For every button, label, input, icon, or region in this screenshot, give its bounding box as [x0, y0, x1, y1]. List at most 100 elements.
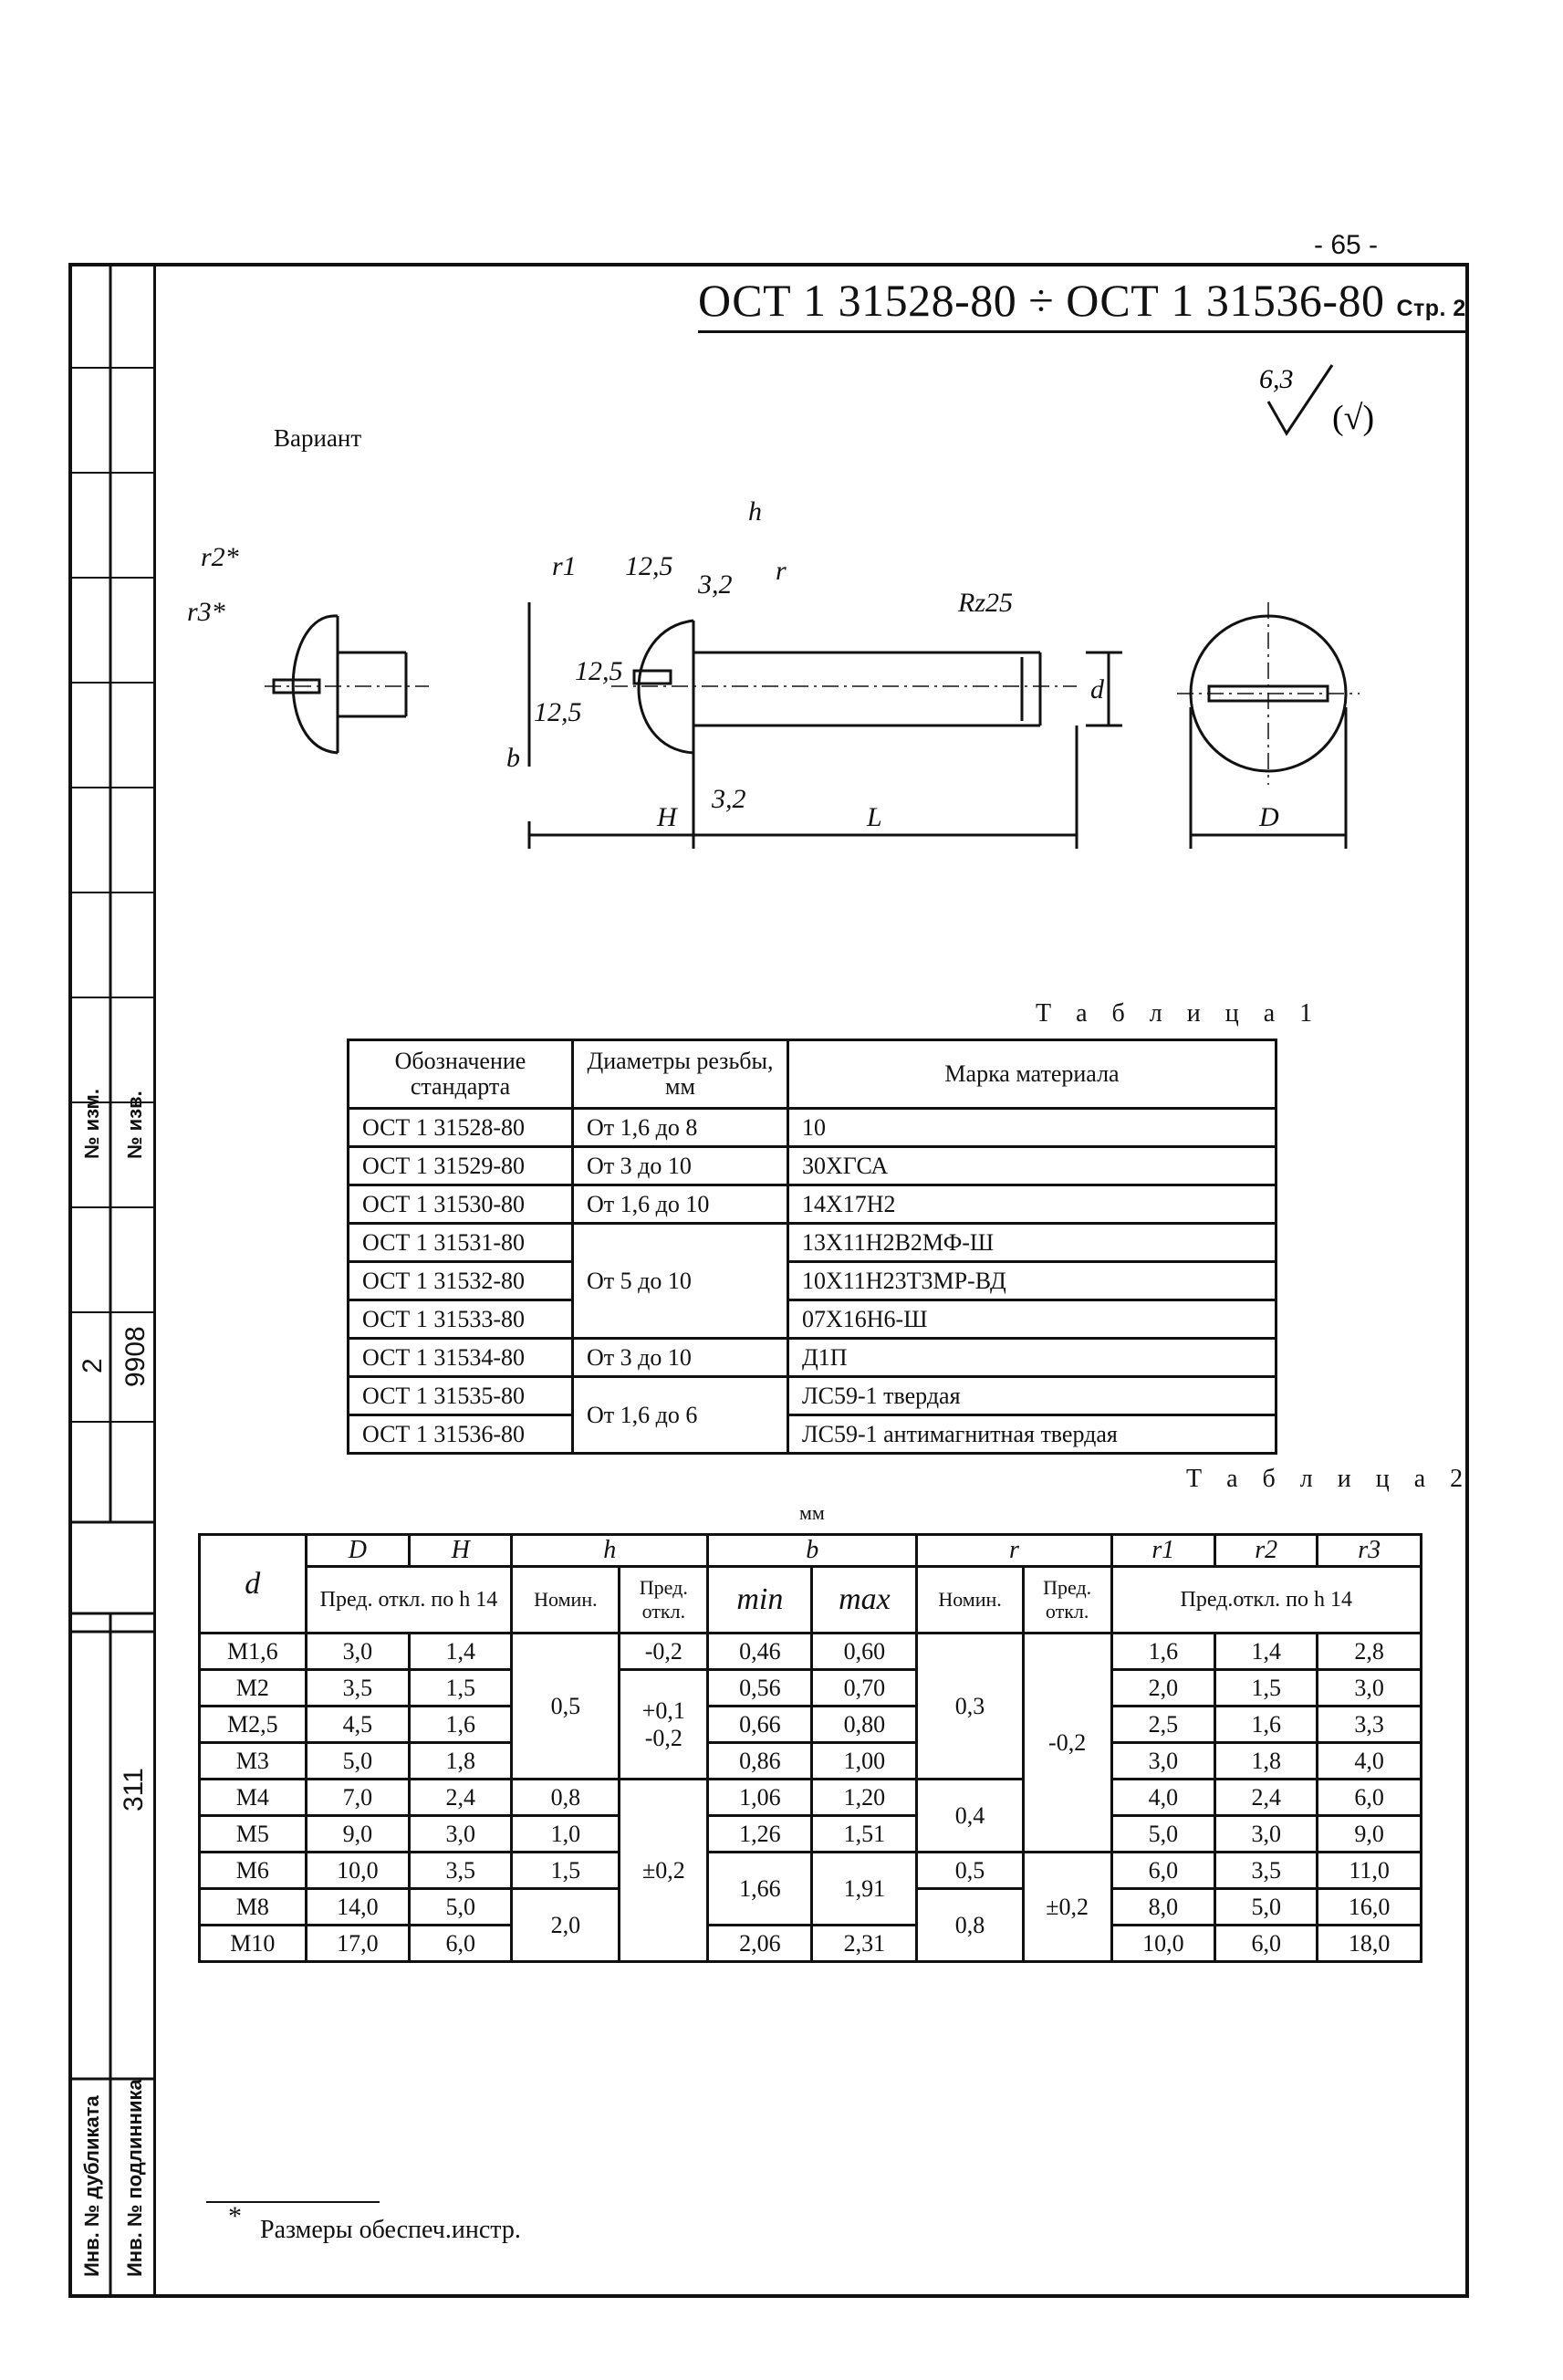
footnote: Размеры обеспеч.инстр. [260, 2216, 521, 2244]
notice-number: 9908 [120, 1326, 151, 1387]
t2-header-D: D [304, 1533, 412, 1568]
t2-b-max: 0,70 [810, 1668, 919, 1707]
label-b: b [506, 743, 520, 773]
t1-mat: 30ХГСА [787, 1145, 1277, 1186]
t2-b-max: 2,31 [810, 1924, 919, 1963]
t2-d: M8 [198, 1887, 307, 1926]
t2-D: 4,5 [304, 1705, 412, 1744]
t2-b-min: 0,46 [706, 1632, 814, 1671]
t2-b-min: 1,06 [706, 1778, 814, 1817]
t2-b-max: 0,60 [810, 1632, 919, 1671]
label-rz: Rz25 [957, 588, 1013, 618]
t2-r2: 3,5 [1214, 1851, 1319, 1890]
t1-std: ОСТ 1 31536-80 [347, 1414, 574, 1455]
t2-r2: 1,4 [1214, 1632, 1319, 1671]
t2-header-r3: r3 [1316, 1533, 1422, 1568]
footnote-rule [206, 2201, 380, 2203]
t2-r-nom: 0,4 [915, 1778, 1025, 1853]
t2-h-dev: ±0,2 [618, 1778, 710, 1963]
t1-dia: От 1,6 до 8 [571, 1107, 789, 1148]
t1-dia: От 1,6 до 6 [571, 1375, 789, 1455]
t2-b-min: 1,66 [706, 1851, 814, 1926]
t2-r1: 5,0 [1110, 1814, 1217, 1853]
table-row: ОСТ 1 31530-80 От 1,6 до 10 14Х17Н2 [347, 1184, 1277, 1225]
t2-header-h-nomin: Номин. [510, 1565, 621, 1634]
t2-header-d: d [198, 1533, 307, 1634]
table-row: M2 3,5 1,5 +0,1 -0,2 0,56 0,70 2,0 1,5 3… [198, 1668, 1422, 1780]
t2-header-r: r [915, 1533, 1113, 1568]
roughness-suffix: (√) [1332, 399, 1374, 437]
t2-r3: 3,3 [1316, 1705, 1422, 1744]
t1-std: ОСТ 1 31535-80 [347, 1375, 574, 1416]
t2-d: M5 [198, 1814, 307, 1853]
t1-dia: От 3 до 10 [571, 1145, 789, 1186]
t2-d: M1,6 [198, 1632, 307, 1671]
t2-r-dev: -0,2 [1021, 1632, 1113, 1853]
change-number: 2 [78, 1358, 108, 1373]
t2-D: 17,0 [304, 1924, 412, 1963]
t2-H: 3,5 [408, 1851, 514, 1890]
label-rough-4: 12,5 [534, 697, 582, 727]
t1-std: ОСТ 1 31530-80 [347, 1184, 574, 1225]
t2-r2: 3,0 [1214, 1814, 1319, 1853]
footnote-mark: * [228, 2201, 242, 2231]
t2-header-r-pred: Пред. откл. [1021, 1565, 1113, 1634]
t2-header-r2: r2 [1214, 1533, 1319, 1568]
t1-mat: ЛС59-1 антимагнитная твердая [787, 1414, 1277, 1455]
table-row: M5 9,0 3,0 1,0 1,26 1,51 5,0 3,0 9,0 [198, 1814, 1422, 1853]
label-rough-5: 3,2 [711, 784, 746, 814]
t2-h-nom: 2,0 [510, 1887, 621, 1963]
t2-header-H: H [408, 1533, 514, 1568]
t2-b-max: 1,20 [810, 1778, 919, 1817]
label-r2: r2* [201, 542, 239, 572]
table-row: ОСТ 1 31531-80 От 5 до 10 13Х11Н2В2МФ-Ш [347, 1222, 1277, 1340]
page-frame [68, 263, 1469, 2298]
t2-r1: 3,0 [1110, 1741, 1217, 1780]
t2-b-max: 1,00 [810, 1741, 919, 1780]
t2-b-min: 0,56 [706, 1668, 814, 1707]
t2-h-dev: +0,1 -0,2 [618, 1668, 710, 1780]
t2-r2: 2,4 [1214, 1778, 1319, 1817]
t2-b-min: 2,06 [706, 1924, 814, 1963]
t2-r1: 6,0 [1110, 1851, 1217, 1890]
t2-r3: 6,0 [1316, 1778, 1422, 1817]
t2-r3: 9,0 [1316, 1814, 1422, 1853]
t1-std: ОСТ 1 31528-80 [347, 1107, 574, 1148]
t2-header-b-min: min [706, 1565, 814, 1634]
screw-drawing: r2* r3* r1 12,5 3,2 r h Rz25 12,5 12,5 d… [187, 496, 1360, 849]
t2-d: M10 [198, 1924, 307, 1963]
t2-header-pred-r: Пред.откл. по h 14 [1110, 1565, 1423, 1634]
t2-d: M2 [198, 1668, 307, 1707]
t2-d: M6 [198, 1851, 307, 1890]
t2-b-min: 0,86 [706, 1741, 814, 1780]
label-D: D [1258, 802, 1279, 832]
t2-r3: 11,0 [1316, 1851, 1422, 1890]
duplicate-label: Инв. № дубликата [80, 2095, 103, 2277]
table-row: ОСТ 1 31529-80 От 3 до 10 30ХГСА [347, 1145, 1277, 1186]
t2-header-r1: r1 [1110, 1533, 1217, 1568]
t2-D: 3,0 [304, 1632, 412, 1671]
t1-dia: От 5 до 10 [571, 1222, 789, 1340]
t2-header-r-nomin: Номин. [915, 1565, 1025, 1634]
label-r: r [776, 556, 787, 586]
table1-caption: Т а б л и ц а 1 [1036, 999, 1322, 1028]
t1-mat: 13Х11Н2В2МФ-Ш [787, 1222, 1277, 1263]
t2-H: 1,5 [408, 1668, 514, 1707]
t2-r1: 1,6 [1110, 1632, 1217, 1671]
t2-b-min: 0,66 [706, 1705, 814, 1744]
t2-header-pred-dh: Пред. откл. по h 14 [304, 1565, 514, 1634]
t2-D: 5,0 [304, 1741, 412, 1780]
inventory-number: 311 [119, 1768, 149, 1811]
t2-h-nom: 1,5 [510, 1851, 621, 1890]
t2-header-b-max: max [810, 1565, 919, 1634]
t1-std: ОСТ 1 31531-80 [347, 1222, 574, 1263]
standard-range: ОСТ 1 31528-80 ÷ ОСТ 1 31536-80 [698, 275, 1385, 326]
t2-r1: 8,0 [1110, 1887, 1217, 1926]
t2-r1: 2,5 [1110, 1705, 1217, 1744]
t2-H: 1,6 [408, 1705, 514, 1744]
t2-H: 2,4 [408, 1778, 514, 1817]
t2-d: M2,5 [198, 1705, 307, 1744]
table-row: ОСТ 1 31528-80 От 1,6 до 8 10 [347, 1107, 1277, 1148]
page-ref: Стр. 2 [1396, 296, 1466, 321]
variant-label: Вариант [274, 424, 362, 452]
